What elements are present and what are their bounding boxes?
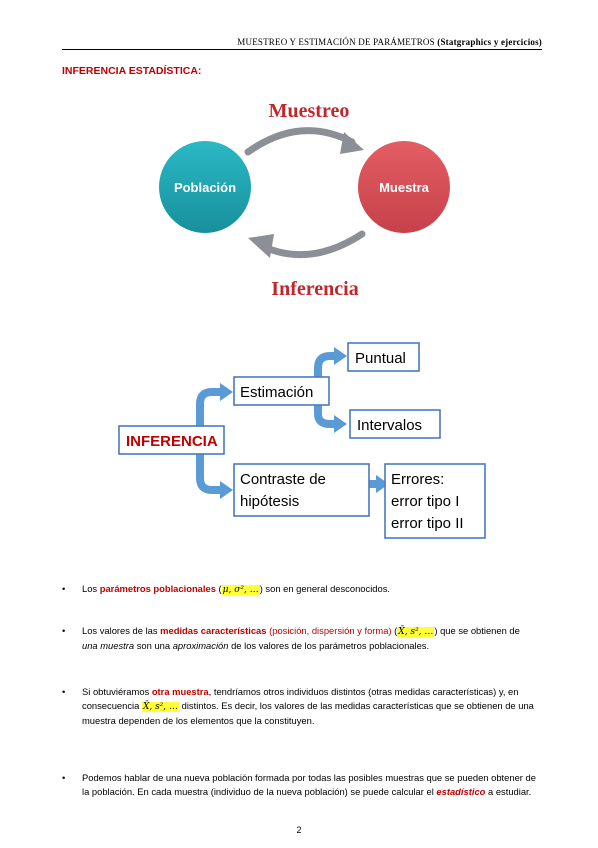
contraste-box xyxy=(233,463,370,517)
bullet-dot: • xyxy=(62,583,66,594)
muestreo-arrow xyxy=(244,127,356,156)
term-otra-muestra: otra muestra xyxy=(151,686,209,697)
term-parametros: parámetros poblacionales xyxy=(99,583,216,594)
estimacion-text: Estimación xyxy=(240,384,313,401)
muestra-label: Muestra xyxy=(379,180,430,195)
bullet-dot: • xyxy=(62,772,66,783)
page-number: 2 xyxy=(296,825,302,835)
tree-arrowheads xyxy=(220,347,389,499)
bullet-text: Podemos hablar de una nueva población fo… xyxy=(82,772,536,798)
connector-to-intervalos xyxy=(314,402,334,428)
tree-boxes xyxy=(118,342,486,539)
term-estadistico: estadístico xyxy=(436,786,486,798)
errores-text-l2: error tipo I xyxy=(391,493,459,510)
bullet-text: Los valores de las medidas característic… xyxy=(82,625,520,652)
contraste-text-l2: hipótesis xyxy=(240,493,299,510)
errores-text-l1: Errores: xyxy=(391,471,444,488)
poblacion-circle xyxy=(159,141,251,233)
intervalos-box xyxy=(349,409,441,439)
arrowhead-puntual xyxy=(334,347,347,365)
arrowhead-intervalos xyxy=(334,415,347,433)
puntual-text: Puntual xyxy=(355,350,406,367)
header-rule xyxy=(62,49,542,50)
section-title: INFERENCIA ESTADÍSTICA: xyxy=(62,65,202,77)
errores-box xyxy=(384,463,486,539)
contraste-text-l1: Contraste de xyxy=(240,471,326,488)
bullet-text: Si obtuviéramos otra muestra, tendríamos… xyxy=(82,686,534,727)
connector-to-estimacion xyxy=(196,388,220,430)
inferencia-label: Inferencia xyxy=(271,278,358,300)
connector-to-contraste xyxy=(196,450,220,494)
inferencia-arrowhead xyxy=(248,234,274,258)
muestreo-label: Muestreo xyxy=(269,100,350,122)
running-header: MUESTREO Y ESTIMACIÓN DE PARÁMETROS (Sta… xyxy=(62,37,542,47)
header-title: MUESTREO Y ESTIMACIÓN DE PARÁMETROS xyxy=(237,37,435,47)
inferencia-arrow xyxy=(258,230,366,259)
term-medidas: medidas características xyxy=(160,625,267,636)
tree-labels: INFERENCIA Estimación Puntual Intervalos… xyxy=(126,350,464,532)
puntual-box xyxy=(347,342,420,372)
estimacion-box xyxy=(233,376,330,406)
bullet-text: Los parámetros poblacionales (μ, σ², …) … xyxy=(82,583,390,595)
connector-to-puntual xyxy=(314,352,334,384)
inferencia-text: INFERENCIA xyxy=(126,433,218,450)
highlight-parametros: μ, σ², … xyxy=(221,585,260,595)
highlight-estadisticos-2: X̄, s², … xyxy=(141,702,180,713)
arrowhead-errores xyxy=(376,475,389,493)
intervalos-text: Intervalos xyxy=(357,417,422,434)
header-subtitle: (Statgraphics y ejercicios) xyxy=(437,37,542,47)
arrowhead-contraste xyxy=(220,481,233,499)
highlight-estadisticos: X̄, s², … xyxy=(397,627,435,637)
inferencia-box xyxy=(118,425,225,455)
muestreo-arrowhead xyxy=(340,132,364,154)
arrowhead-estimacion xyxy=(220,383,233,401)
bullet-dot: • xyxy=(62,625,66,636)
errores-text-l3: error tipo II xyxy=(391,515,464,532)
muestra-circle xyxy=(358,141,450,233)
bullet-dot: • xyxy=(62,686,66,697)
poblacion-label: Población xyxy=(174,180,236,195)
